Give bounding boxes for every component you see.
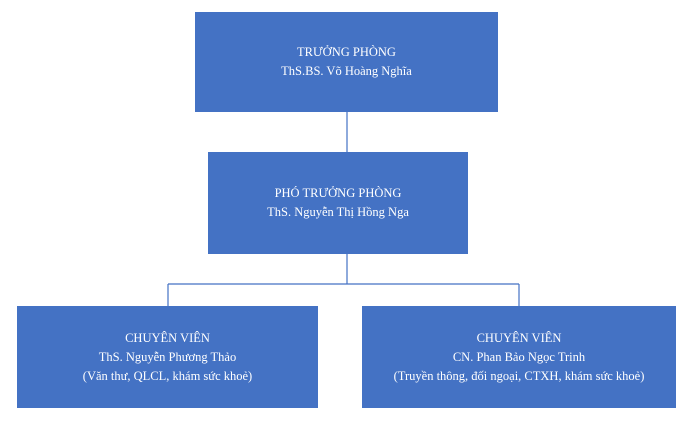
node-staff-2-name: CN. Phan Bảo Ngọc Trinh [452,349,586,364]
node-head-name: ThS.BS. Võ Hoàng Nghĩa [281,64,412,78]
node-staff-2: CHUYÊN VIÊN CN. Phan Bảo Ngọc Trinh (Tru… [362,306,676,408]
node-staff-1-role: CHUYÊN VIÊN [125,330,210,345]
node-staff-2-note: (Truyền thông, đối ngoại, CTXH, khám sức… [393,368,645,383]
node-staff-2-role: CHUYÊN VIÊN [476,330,562,345]
node-head: TRƯỞNG PHÒNG ThS.BS. Võ Hoàng Nghĩa [195,12,498,112]
node-head-role: TRƯỞNG PHÒNG [297,45,396,59]
node-staff-1: CHUYÊN VIÊN ThS. Nguyễn Phương Thảo (Văn… [17,306,318,408]
node-deputy: PHÓ TRƯỞNG PHÒNG ThS. Nguyễn Thị Hồng Ng… [208,152,468,254]
node-staff-1-name: ThS. Nguyễn Phương Thảo [98,349,237,364]
node-staff-1-note: (Văn thư, QLCL, khám sức khoẻ) [82,368,253,383]
node-deputy-role: PHÓ TRƯỞNG PHÒNG [274,186,402,200]
node-deputy-name: ThS. Nguyễn Thị Hồng Nga [267,205,409,219]
